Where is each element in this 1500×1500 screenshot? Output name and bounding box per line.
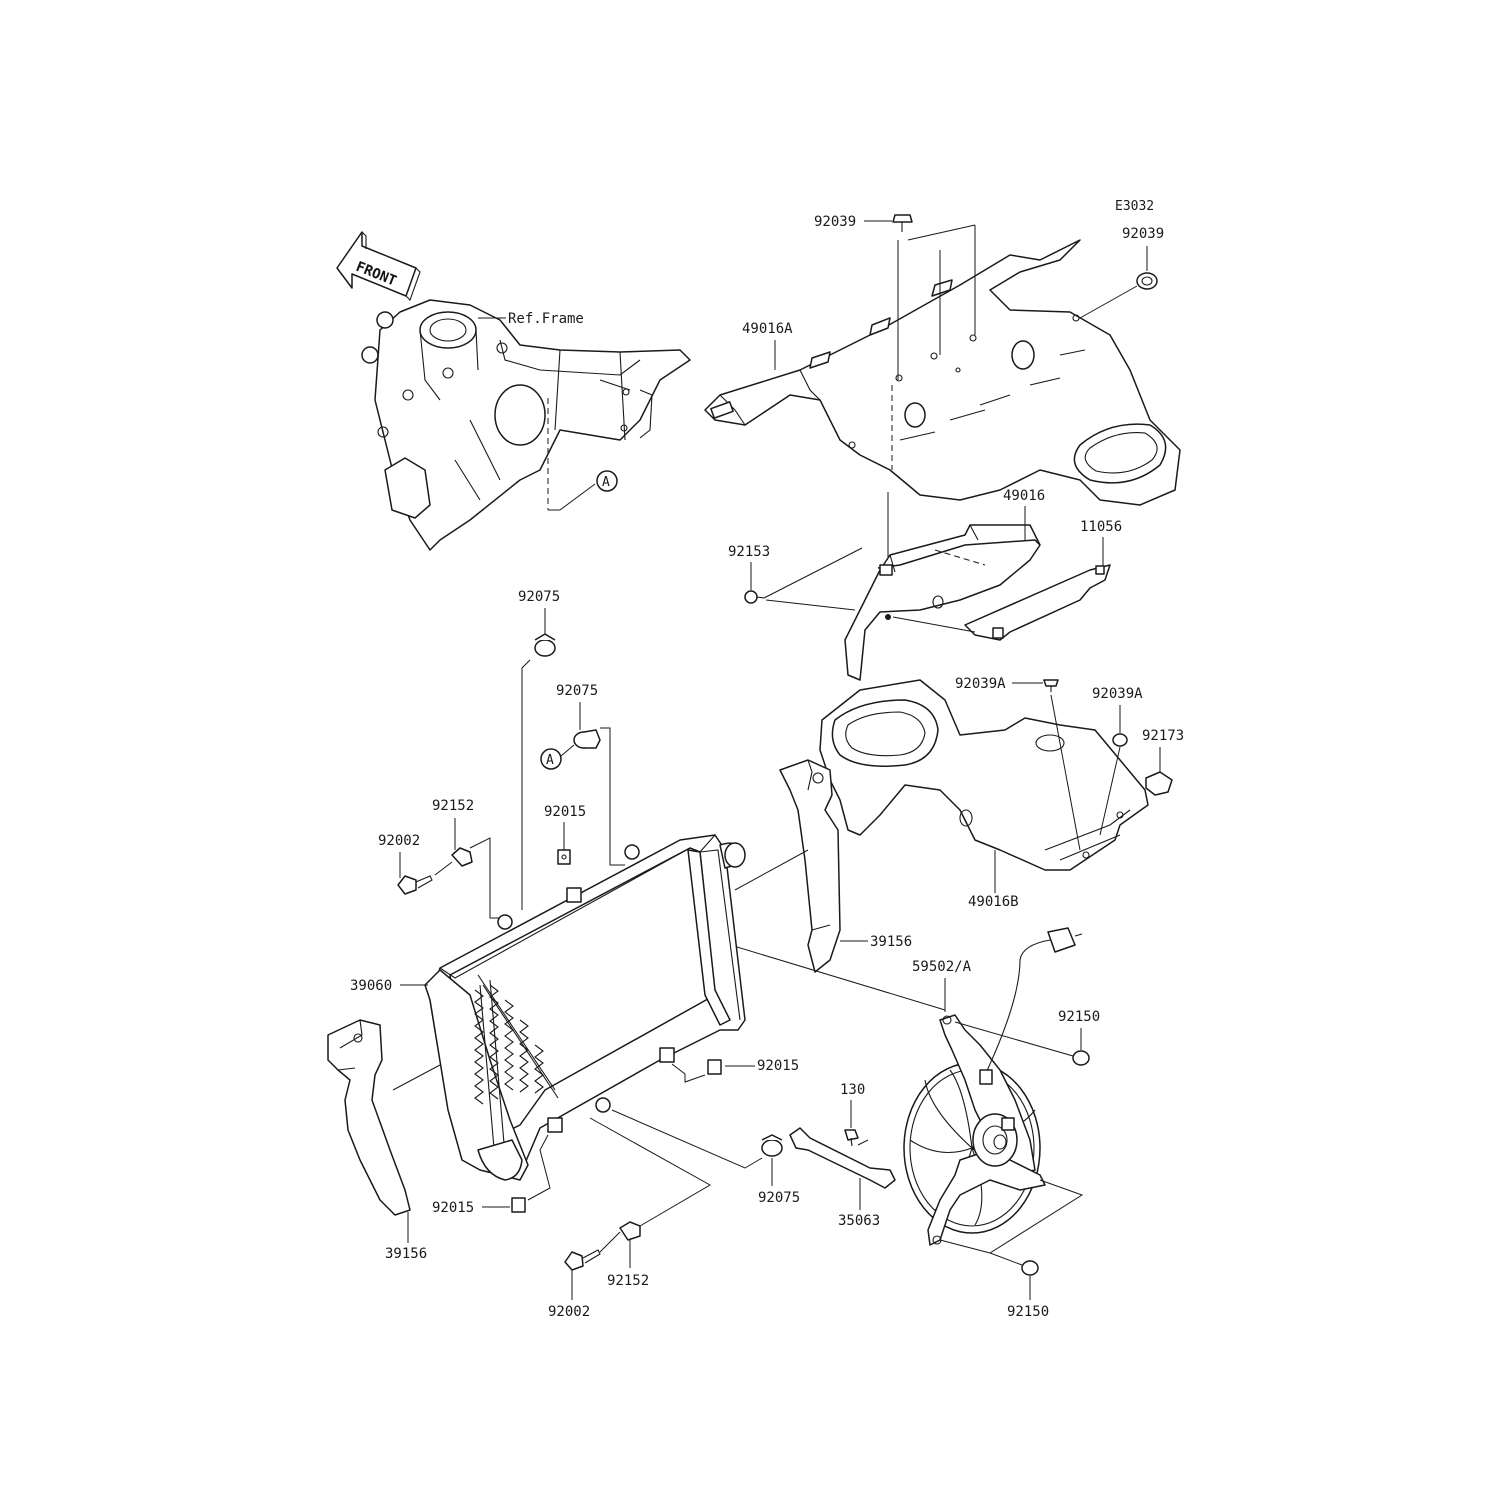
shroud-39156-right xyxy=(779,759,841,973)
stay-35063 xyxy=(789,1127,896,1189)
nut-92015-mid-icon xyxy=(707,1059,722,1075)
nut-92015-upper-icon xyxy=(557,849,571,865)
label-11056: 11056 xyxy=(1080,519,1122,535)
grommet-92039a-right-icon xyxy=(1112,733,1128,747)
label-92039-right: 92039 xyxy=(1122,226,1164,242)
grommet-92075-lower-icon xyxy=(761,1134,783,1157)
label-92015-mid: 92015 xyxy=(757,1058,799,1074)
label-92002-lower: 92002 xyxy=(548,1304,590,1320)
label-130: 130 xyxy=(840,1082,865,1098)
marker-a-frame-text: A xyxy=(602,475,610,490)
label-92039a-right: 92039A xyxy=(1092,686,1143,702)
label-92150-upper: 92150 xyxy=(1058,1009,1100,1025)
nut-92015-lower-icon xyxy=(511,1197,526,1213)
radiator-39060 xyxy=(424,834,746,1181)
screw-92039-top-icon xyxy=(892,214,913,232)
label-92075-lower: 92075 xyxy=(758,1190,800,1206)
label-92015-lower: 92015 xyxy=(432,1200,474,1216)
label-39156-right: 39156 xyxy=(870,934,912,950)
label-92039a-left: 92039A xyxy=(955,676,1006,692)
label-49016b: 49016B xyxy=(968,894,1019,910)
shroud-39156-left xyxy=(327,1019,411,1216)
label-92039-top: 92039 xyxy=(814,214,856,230)
marker-a-grommet-text: A xyxy=(546,753,554,768)
grommet-92039-right-icon xyxy=(1136,272,1158,290)
clip-92173-icon xyxy=(1145,771,1173,796)
screw-92039a-left-icon xyxy=(1043,679,1059,692)
label-92152-upper: 92152 xyxy=(432,798,474,814)
label-92002-upper: 92002 xyxy=(378,833,420,849)
screw-130-icon xyxy=(844,1129,859,1147)
label-92150-lower: 92150 xyxy=(1007,1304,1049,1320)
bolt-92002-lower-icon xyxy=(564,1249,601,1271)
nut-92150-lower-icon xyxy=(1021,1260,1039,1276)
collar-92152-lower-icon xyxy=(619,1221,641,1241)
label-92152-lower: 92152 xyxy=(607,1273,649,1289)
label-49016a: 49016A xyxy=(742,321,793,337)
label-49016: 49016 xyxy=(1003,488,1045,504)
front-arrow-icon: FRONT xyxy=(336,231,421,302)
label-92075-mid: 92075 xyxy=(556,683,598,699)
marker-a-grommet xyxy=(540,748,562,770)
label-92153: 92153 xyxy=(728,544,770,560)
nut-92153-icon xyxy=(744,590,765,604)
label-39060: 39060 xyxy=(350,978,392,994)
cover-49016a xyxy=(704,239,1181,506)
grommet-92075-mid-icon xyxy=(573,729,601,749)
fan-59502a xyxy=(903,927,1083,1246)
bracket-11056 xyxy=(964,564,1111,641)
label-35063: 35063 xyxy=(838,1213,880,1229)
diagram-code: E3032 xyxy=(1115,199,1154,214)
bolt-92002-upper-icon xyxy=(397,875,433,895)
label-92015-upper: 92015 xyxy=(544,804,586,820)
grommet-92075-upper-icon xyxy=(534,633,556,657)
label-59502a: 59502/A xyxy=(912,959,972,975)
guard-49016 xyxy=(844,524,1041,681)
label-39156-left: 39156 xyxy=(385,1246,427,1262)
marker-a-frame xyxy=(596,470,618,492)
frame-drawing xyxy=(361,299,691,551)
label-92173: 92173 xyxy=(1142,728,1184,744)
cover-49016b xyxy=(819,679,1149,871)
collar-92152-upper-icon xyxy=(451,847,473,867)
ref-frame-label: Ref.Frame xyxy=(508,311,584,327)
label-92075-upper: 92075 xyxy=(518,589,560,605)
nut-92150-upper-icon xyxy=(1072,1050,1090,1066)
